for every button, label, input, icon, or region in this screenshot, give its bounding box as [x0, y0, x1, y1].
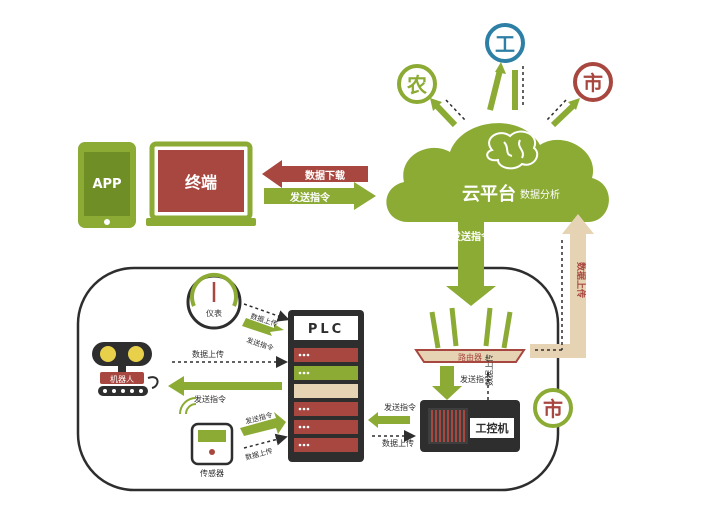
sensor-label: 传感器	[200, 468, 224, 478]
terminal-label: 终端	[185, 173, 217, 192]
cloud-to-icons-arrows	[430, 62, 580, 128]
cloud-label: 云平台	[462, 183, 516, 205]
plc-ipc-arrows: 发送指令 数据上传	[368, 402, 416, 448]
sensor-device: 传感器	[179, 397, 234, 478]
cloud-send-command-arrow: 发送指令	[446, 222, 496, 306]
shi-bottom-node: 市	[533, 388, 573, 428]
robot-plc-arrows: 数据上传 发送指令	[168, 349, 288, 404]
factory-frame	[76, 266, 560, 492]
arrow-to-nong	[432, 101, 458, 128]
robot-cmd-label: 发送指令	[194, 394, 226, 404]
data-download-arrow: 数据下载	[262, 160, 368, 188]
terminal-monitor: 终端	[146, 141, 256, 226]
ipc-label: 工控机	[476, 421, 509, 435]
send-command-terminal-label: 发送指令	[289, 191, 331, 204]
meter-cmd-label: 发送指令	[245, 335, 274, 352]
router-label: 路由器	[458, 352, 482, 362]
data-upload-right-label: 数据上传	[575, 262, 587, 298]
router-cmd-label: 发送指令	[460, 374, 492, 384]
robot-device: 机器人	[92, 342, 159, 396]
shi-top-label: 市	[583, 71, 603, 95]
robot-label: 机器人	[110, 374, 134, 384]
plc-up-label: 数据上传	[382, 438, 414, 448]
data-upload-right-arrow: 数据上传	[530, 214, 594, 358]
gong-node: 工	[485, 23, 525, 63]
meter-label: 仪表	[206, 308, 222, 318]
plc-cabinet: PLC	[288, 310, 364, 462]
brain-icon	[486, 130, 539, 170]
nong-node: 农	[397, 64, 437, 104]
cloud-platform: 云平台 数据分析	[386, 123, 609, 222]
data-download-label: 数据下载	[305, 169, 345, 182]
app-phone: APP	[78, 142, 136, 228]
app-label: APP	[92, 177, 121, 192]
sensor-up-label: 数据上传	[244, 446, 273, 462]
plc-label: PLC	[308, 322, 344, 337]
send-command-terminal-arrow: 发送指令	[264, 182, 376, 210]
robot-up-label: 数据上传	[192, 349, 224, 359]
router-device: 路由器	[414, 307, 526, 363]
ipc-device: 工控机	[420, 400, 520, 452]
arrow-to-gong	[487, 69, 503, 111]
sensor-plc-arrows: 发送指令 数据上传	[240, 410, 288, 462]
arrow-to-shi	[550, 101, 578, 128]
cloud-send-label-1: 发送指令	[450, 230, 492, 243]
shi-top-node: 市	[573, 62, 613, 102]
plc-cmd-label: 发送指令	[384, 402, 416, 412]
router-up-label: 数据上传	[484, 354, 494, 386]
cloud-sub-label: 数据分析	[520, 188, 560, 201]
nong-label: 农	[406, 73, 427, 97]
meter-device: 仪表	[186, 272, 242, 330]
shi-bottom-label: 市	[543, 397, 563, 421]
meter-plc-arrows: 数据上传 发送指令	[242, 303, 290, 353]
gong-label: 工	[495, 32, 515, 56]
router-ipc-arrows: 发送指令 数据上传	[432, 354, 494, 400]
